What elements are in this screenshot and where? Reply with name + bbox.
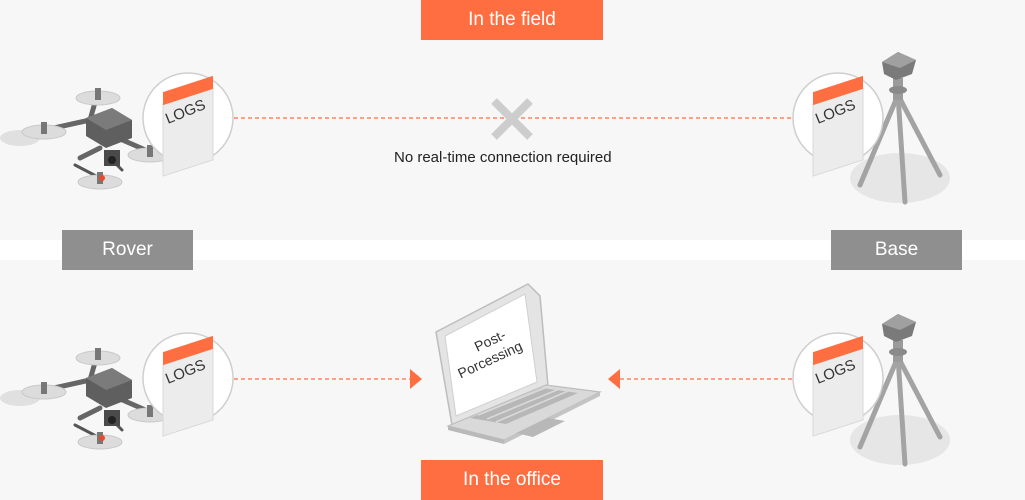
office-footer-tag: In the office <box>421 460 603 500</box>
field-header-tag: In the field <box>421 0 603 40</box>
cross-icon <box>491 98 533 140</box>
laptop-icon: Post- Porcessing <box>435 283 603 444</box>
arrow-right-icon <box>410 369 422 389</box>
field-rover-logs: LOGS <box>142 72 234 177</box>
field-base-logs: LOGS <box>792 72 884 177</box>
base-label-tag: Base <box>831 230 962 270</box>
arrow-left-icon <box>608 369 620 389</box>
rover-label-tag: Rover <box>62 230 193 270</box>
office-base-logs: LOGS <box>792 332 884 437</box>
separator-band <box>0 240 1025 260</box>
office-rover-logs: LOGS <box>142 332 234 437</box>
connection-note: No real-time connection required <box>394 149 612 166</box>
